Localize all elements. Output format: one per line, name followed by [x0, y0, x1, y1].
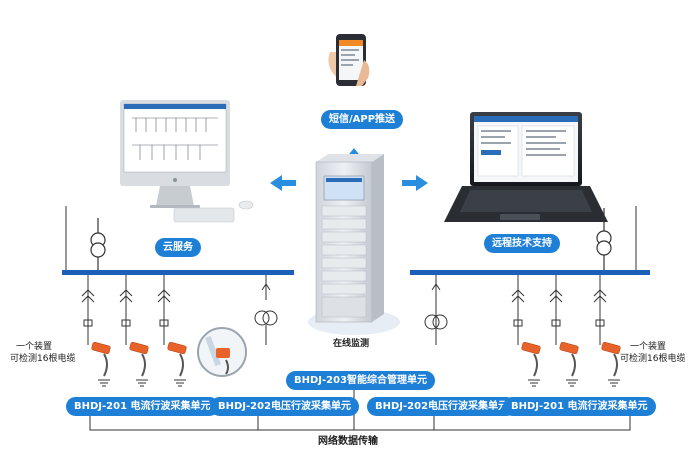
- phone-icon: [328, 34, 370, 86]
- voltage-sensor-magnifier: [197, 327, 247, 377]
- ground-symbols: [98, 379, 620, 387]
- cloud-label: 云服务: [155, 238, 201, 257]
- bhdj202-right-label: BHDJ-202电压行波采集单元: [367, 397, 517, 416]
- left-feeders: [81, 275, 278, 345]
- right-feeders: [424, 275, 607, 345]
- cables: [103, 353, 618, 377]
- remote-support-label: 远程技术支持: [484, 234, 560, 253]
- note-left-line2: 可检测16根电缆: [10, 354, 76, 364]
- bus-bar-left: [62, 270, 294, 275]
- bus-bar-right: [410, 270, 650, 275]
- transformer-left: [90, 218, 106, 272]
- online-monitor-label: 在线监测: [333, 339, 370, 349]
- cabinet-icon: [315, 154, 384, 323]
- sms-app-label: 短信/APP推送: [321, 110, 404, 129]
- bhdj201-right-label: BHDJ-201 电流行波采集单元: [503, 397, 656, 416]
- bhdj202-left-label: BHDJ-202电压行波采集单元: [210, 397, 360, 416]
- current-sensors: [91, 341, 621, 355]
- laptop-icon: [444, 112, 608, 222]
- arrow-right-icon: [402, 175, 428, 191]
- note-right-line1: 一个装置: [630, 342, 667, 352]
- bhdj201-left-label: BHDJ-201 电流行波采集单元: [66, 397, 219, 416]
- bhdj203-label: BHDJ-203智能综合管理单元: [286, 371, 436, 390]
- network-label: 网络数据传输: [318, 436, 378, 447]
- note-left-line1: 一个装置: [16, 342, 53, 352]
- arrow-left-icon: [270, 175, 296, 191]
- transformer-right: [596, 208, 612, 272]
- note-right-line2: 可检测16根电缆: [620, 354, 686, 364]
- monitor-icon: [120, 100, 254, 223]
